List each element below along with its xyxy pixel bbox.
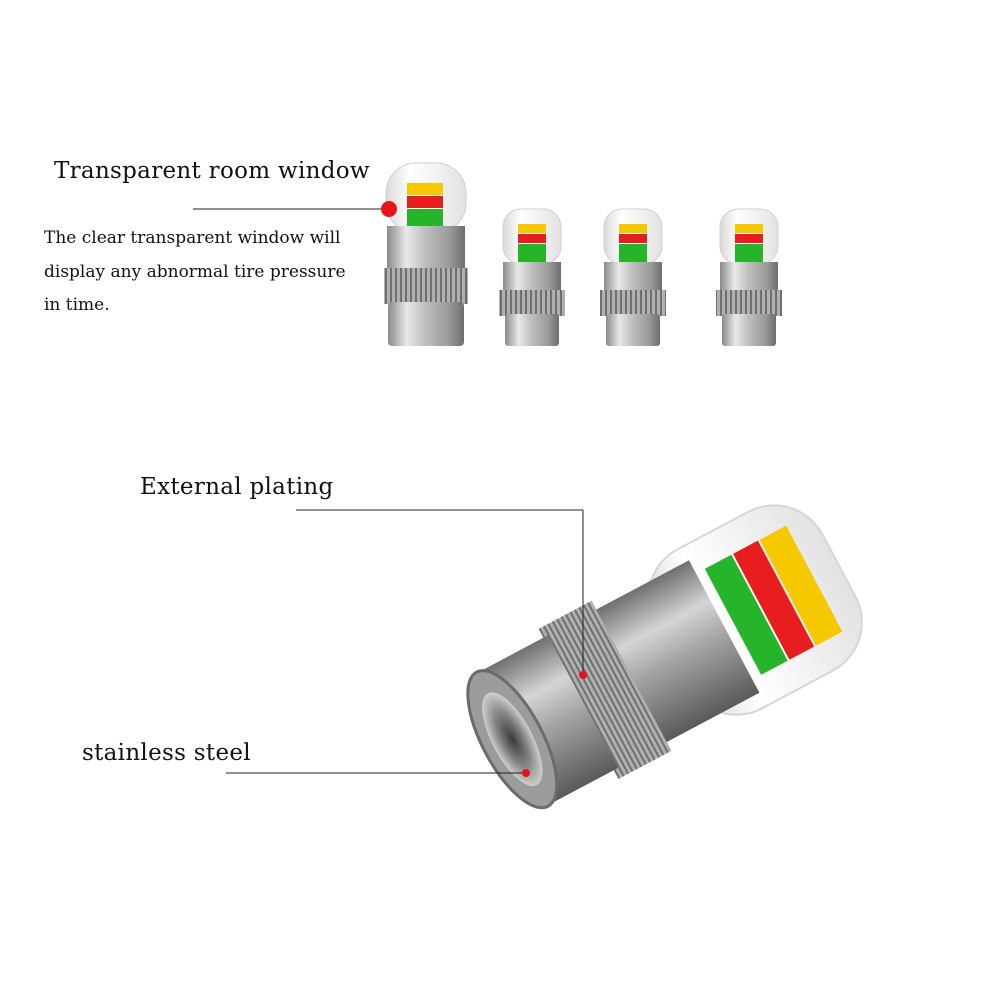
description-line-2: display any abnormal tire pressure (44, 261, 346, 282)
external-plating-title: External plating (140, 474, 334, 500)
window-callout-dot (381, 201, 397, 217)
stainless-steel-title: stainless steel (82, 740, 251, 766)
plating-callout-dot (579, 671, 587, 679)
valve-cap-small-3 (716, 208, 782, 346)
steel-callout-dot (522, 769, 530, 777)
valve-cap-closeup (466, 504, 863, 810)
transparent-window-description: The clear transparent window will displa… (44, 222, 384, 323)
transparent-window-title: Transparent room window (54, 158, 370, 184)
valve-cap-small-1 (499, 208, 565, 346)
valve-cap-large (384, 162, 468, 346)
description-line-1: The clear transparent window will (44, 228, 341, 248)
description-line-3: in time. (44, 295, 110, 315)
valve-cap-small-2 (600, 208, 666, 346)
